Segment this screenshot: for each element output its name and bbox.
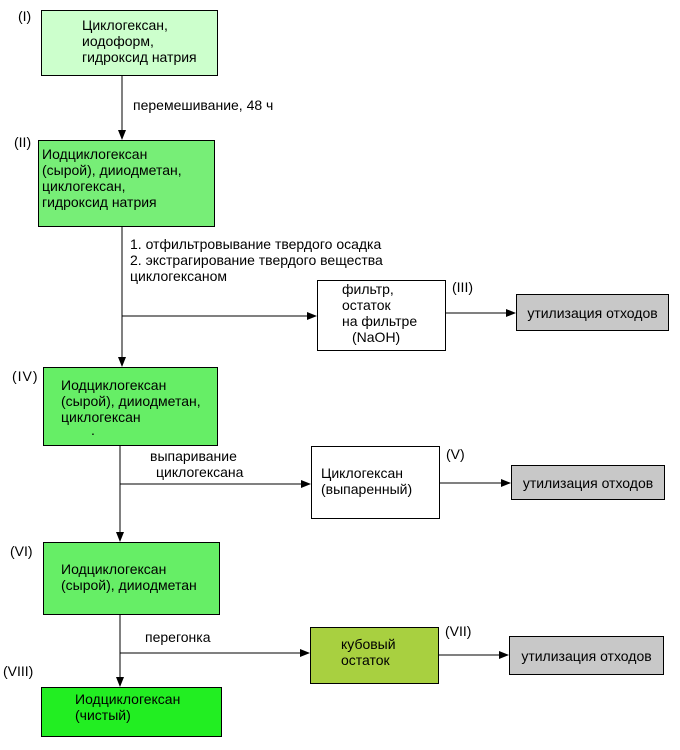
label-roman-1: (I): [18, 8, 32, 24]
node-6-crude-product: Иодциклогексан (сырой), дииодметан: [43, 542, 220, 615]
waste-disposal-box-7: утилизация отходов: [509, 636, 664, 675]
label-roman-6: (VI): [10, 543, 33, 559]
node-2-crude-mixture: Иодциклогексан (сырой), дииодметан, цикл…: [38, 140, 215, 227]
node-5-line: Циклогексан: [321, 465, 403, 481]
node-5-evaporated-cyclohexane: Циклогексан (выпаренный): [311, 446, 440, 519]
node-2-line: циклогексан,: [42, 178, 126, 194]
node-2-line: гидроксид натрия: [42, 194, 157, 210]
node-3-line: (NaOH): [352, 329, 401, 345]
label-roman-3: (III): [452, 279, 473, 295]
step-label-evaporation: выпаривание циклогексана: [150, 448, 243, 480]
label-roman-5: (V): [446, 446, 465, 462]
step-label-distillation: перегонка: [145, 629, 211, 645]
step-label-filtration-line: 1. отфильтровывание твердого осадка: [130, 236, 382, 252]
node-3-filter-residue: фильтр, остаток на фильтре (NaOH): [317, 280, 446, 351]
node-6-line: Иодциклогексан: [61, 561, 167, 577]
node-4-line: (сырой), дииодметан,: [61, 393, 201, 409]
node-7-line: остаток: [341, 652, 390, 668]
label-roman-2: (II): [14, 134, 32, 150]
node-3-line: на фильтре: [342, 313, 418, 329]
waste-disposal-box-3: утилизация отходов: [516, 294, 669, 331]
label-roman-4: (IV): [12, 368, 39, 384]
waste-disposal-box-5: утилизация отходов: [511, 465, 665, 500]
step-label-filtration-line: 2. экстрагирование твердого вещества: [130, 252, 383, 268]
step-label-filtration-line: циклогексаном: [130, 268, 228, 284]
node-1-line: Циклогексан,: [82, 17, 168, 33]
node-4-line: .: [91, 422, 95, 438]
waste-label: утилизация отходов: [521, 647, 652, 664]
node-7-line: кубовый: [341, 636, 396, 652]
node-7-still-residue: кубовый остаток: [310, 627, 439, 684]
node-4-line: циклогексан: [61, 409, 141, 425]
node-3-line: фильтр,: [342, 281, 394, 297]
node-4-filtrate: Иодциклогексан (сырой), дииодметан, цикл…: [43, 367, 218, 446]
label-roman-7: (VII): [445, 623, 472, 639]
step-label-stirring: перемешивание, 48 ч: [133, 97, 274, 113]
node-2-line: (сырой), дииодметан,: [42, 162, 182, 178]
node-1-line: иодоформ,: [82, 33, 154, 49]
waste-label: утилизация отходов: [522, 474, 654, 491]
step-label-filtration: 1. отфильтровывание твердого осадка 2. э…: [130, 236, 383, 284]
step-label-evaporation-line: выпаривание: [150, 448, 237, 464]
node-4-line: Иодциклогексан: [61, 377, 167, 393]
node-8-line: Иодциклогексан: [75, 691, 181, 707]
step-label-evaporation-line: циклогексана: [156, 464, 244, 480]
node-5-line: (выпаренный): [321, 481, 413, 497]
node-3-line: остаток: [342, 297, 391, 313]
node-1-line: гидроксид натрия: [82, 49, 197, 65]
waste-label: утилизация отходов: [527, 304, 658, 321]
node-1-reactants: Циклогексан, иодоформ, гидроксид натрия: [41, 10, 218, 76]
label-roman-8: (VIII): [3, 663, 34, 679]
node-2-line: Иодциклогексан: [42, 146, 148, 162]
node-8-line: (чистый): [75, 707, 131, 723]
node-8-pure-product: Иодциклогексан (чистый): [41, 687, 222, 737]
node-6-line: (сырой), дииодметан: [61, 577, 197, 593]
